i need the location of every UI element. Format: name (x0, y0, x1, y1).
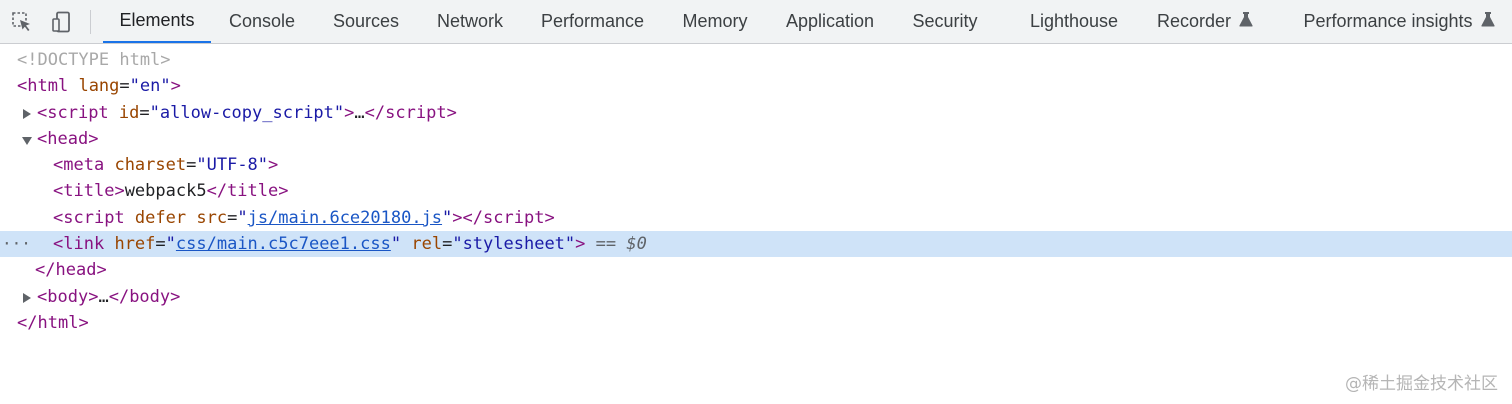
tab-console[interactable]: Console (228, 11, 296, 31)
text-node: webpack5 (124, 181, 207, 202)
collapsed-ellipsis[interactable]: … (98, 286, 109, 307)
tab-network[interactable]: Network (436, 11, 503, 31)
tag-name: head (55, 260, 97, 281)
collapsed-ellipsis[interactable]: … (354, 102, 365, 123)
tag-name: head (47, 128, 89, 149)
tab-application[interactable]: Application (785, 11, 875, 31)
tag-name: meta (63, 155, 105, 176)
tree-node-body[interactable]: <body>…</body> (0, 284, 1512, 310)
resource-link[interactable]: js/main.6ce20180.js (247, 207, 443, 228)
tag-name: script (63, 207, 125, 228)
attr-name: lang (78, 76, 120, 97)
doctype-text: <!DOCTYPE html> (17, 50, 171, 70)
tab-sources[interactable]: Sources (332, 11, 400, 31)
tree-node-html[interactable]: <html lang="en"> (17, 76, 181, 97)
tag-name: title (63, 181, 115, 202)
toolbar-separator (90, 10, 91, 34)
attr-name: rel (411, 234, 443, 255)
tag-name: script (47, 102, 109, 123)
tab-performance-insights[interactable]: Performance insights (1292, 0, 1506, 43)
tree-node-script-main[interactable]: <script defer src="js/main.6ce20180.js">… (53, 207, 555, 228)
tree-node-html-close[interactable]: </html> (17, 312, 89, 333)
tag-name: link (63, 234, 105, 255)
tab-recorder[interactable]: Recorder (1145, 0, 1265, 43)
devtools-toolbar: Elements Console Sources Network Perform… (0, 0, 1512, 44)
tab-lighthouse[interactable]: Lighthouse (1029, 11, 1119, 31)
attr-name: href (114, 234, 156, 255)
attr-name: charset (114, 155, 187, 176)
expand-triangle-icon[interactable] (23, 292, 31, 303)
tree-node-title[interactable]: <title>webpack5</title> (53, 181, 289, 202)
tab-performance[interactable]: Performance (540, 11, 645, 31)
tree-node-head-close[interactable]: </head> (35, 260, 107, 281)
tree-node-head[interactable]: <head> (0, 126, 1512, 152)
inspect-element-icon[interactable] (8, 8, 36, 36)
tag-name: html (27, 76, 69, 97)
flask-icon (1239, 11, 1253, 32)
tree-node-link-selected[interactable]: ··· <link href="css/main.c5c7eee1.css" r… (0, 231, 1512, 258)
collapse-triangle-icon[interactable] (22, 136, 32, 145)
watermark: @稀土掘金技术社区 (1345, 374, 1498, 394)
attr-name: defer (134, 207, 187, 228)
device-toolbar-icon[interactable] (48, 8, 76, 36)
more-options-dots[interactable]: ··· (2, 234, 31, 254)
tab-elements[interactable]: Elements (103, 0, 211, 43)
expand-triangle-icon[interactable] (23, 108, 31, 119)
attr-value: en (139, 76, 161, 97)
attr-value: allow-copy_script (159, 102, 334, 123)
elements-dom-tree: <!DOCTYPE html> <html lang="en"> <script… (0, 47, 1512, 336)
attr-value: stylesheet (462, 234, 565, 255)
attr-value: UTF-8 (206, 155, 258, 176)
attr-name: src (196, 207, 228, 228)
tree-node-script-allow-copy[interactable]: <script id="allow-copy_script">…</script… (0, 100, 1512, 126)
tab-memory[interactable]: Memory (682, 11, 748, 31)
tree-node-doctype[interactable]: <!DOCTYPE html> (0, 47, 1512, 73)
tag-name: html (37, 312, 79, 333)
selected-node-marker: == $0 (595, 234, 647, 255)
tree-node-meta[interactable]: <meta charset="UTF-8"> (53, 155, 279, 176)
tag-name: body (47, 286, 89, 307)
resource-link[interactable]: css/main.c5c7eee1.css (175, 234, 391, 255)
flask-icon (1480, 11, 1495, 32)
attr-name: id (118, 102, 140, 123)
tab-security[interactable]: Security (912, 11, 978, 31)
